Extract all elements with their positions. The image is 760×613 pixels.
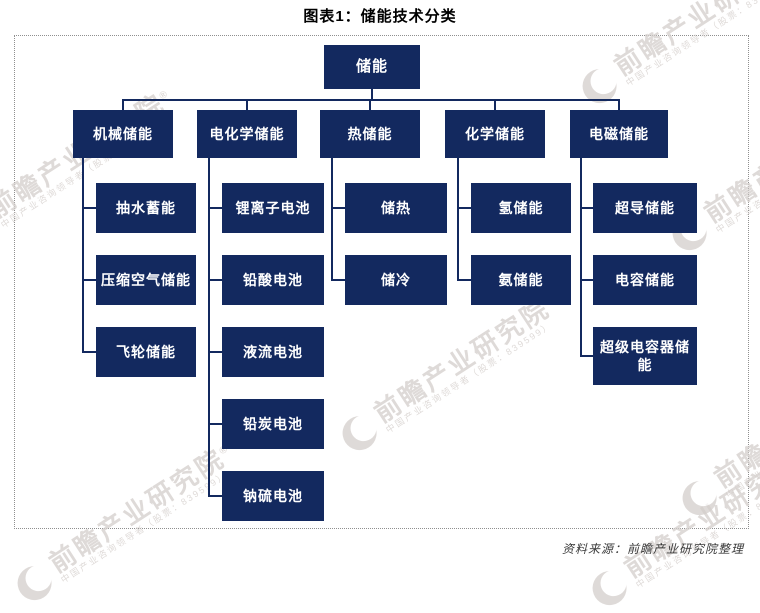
- qianzhan-logo-icon: [11, 559, 59, 607]
- chart-frame: [14, 35, 749, 529]
- node-leaf-4-1: 氢储能: [471, 183, 571, 233]
- node-leaf-1-1: 抽水蓄能: [96, 183, 196, 233]
- node-branch-2: 电化学储能: [197, 110, 297, 158]
- node-branch-1: 机械储能: [73, 110, 173, 158]
- node-branch-5: 电磁储能: [570, 110, 668, 158]
- connector-drop-3: [369, 99, 371, 111]
- node-leaf-2-1: 锂离子电池: [222, 183, 324, 233]
- connector-leaf-stub-4-2: [457, 279, 471, 281]
- connector-leaf-stub-2-5: [208, 495, 222, 497]
- node-leaf-4-2: 氨储能: [471, 255, 571, 305]
- connector-drop-2: [246, 99, 248, 111]
- chart-title: 图表1：储能技术分类: [303, 8, 457, 25]
- node-leaf-5-2: 电容储能: [593, 255, 697, 305]
- connector-leaf-stub-2-2: [208, 279, 222, 281]
- connector-leaf-stub-3-2: [331, 279, 345, 281]
- connector-level1-bar: [122, 99, 620, 101]
- connector-leaf-stub-2-1: [208, 207, 222, 209]
- node-branch-3: 热储能: [320, 110, 420, 158]
- connector-branch-1-stem: [82, 158, 84, 353]
- connector-leaf-stub-3-1: [331, 207, 345, 209]
- node-leaf-5-1: 超导储能: [593, 183, 697, 233]
- connector-branch-3-stem: [331, 158, 333, 281]
- connector-leaf-stub-2-3: [208, 351, 222, 353]
- node-leaf-1-2: 压缩空气储能: [96, 255, 196, 305]
- connector-leaf-stub-1-3: [82, 351, 96, 353]
- node-leaf-2-2: 铅酸电池: [222, 255, 324, 305]
- connector-leaf-stub-1-2: [82, 279, 96, 281]
- source-note: 资料来源：前瞻产业研究院整理: [561, 542, 744, 556]
- connector-root-stem: [371, 89, 373, 100]
- connector-leaf-stub-5-2: [580, 279, 593, 281]
- node-leaf-2-4: 铅炭电池: [222, 399, 324, 449]
- node-branch-4: 化学储能: [445, 110, 545, 158]
- connector-leaf-stub-4-1: [457, 207, 471, 209]
- connector-branch-4-stem: [457, 158, 459, 281]
- connector-leaf-stub-2-4: [208, 423, 222, 425]
- node-leaf-3-2: 储冷: [345, 255, 447, 305]
- node-leaf-3-1: 储热: [345, 183, 447, 233]
- connector-leaf-stub-5-1: [580, 207, 593, 209]
- connector-leaf-stub-1-1: [82, 207, 96, 209]
- node-leaf-5-3: 超级电容器储能: [593, 327, 697, 385]
- connector-branch-5-stem: [580, 158, 582, 357]
- connector-drop-4: [494, 99, 496, 111]
- node-leaf-1-3: 飞轮储能: [96, 327, 196, 377]
- qianzhan-logo-icon: [586, 564, 634, 612]
- node-leaf-2-5: 钠硫电池: [222, 471, 324, 521]
- connector-drop-1: [122, 99, 124, 111]
- node-root: 储能: [324, 45, 420, 89]
- node-leaf-2-3: 液流电池: [222, 327, 324, 377]
- connector-branch-2-stem: [208, 158, 210, 497]
- connector-leaf-stub-5-3: [580, 355, 593, 357]
